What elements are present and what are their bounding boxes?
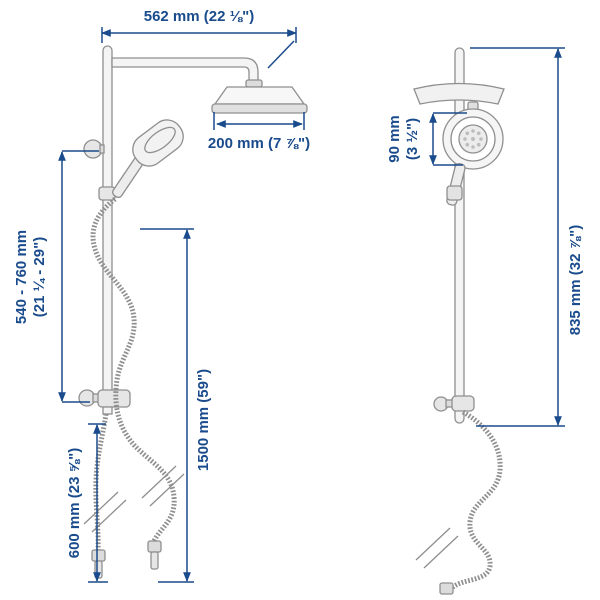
supply-hose-tip [94,560,103,579]
dimension-lines [58,27,565,583]
leader-line [267,40,295,69]
hose-break-mark [141,465,185,507]
dim-head-width [213,112,305,130]
dim-riser-height [470,47,565,427]
hand-shower-hose [90,197,177,543]
hose-break-mark [415,527,459,569]
dimension-labels: 562 mm (22 ⅛") 200 mm (7 ⅞") 540 - 760 m… [13,8,584,558]
head-connector-nut [245,79,263,88]
shower-arm [111,57,259,85]
supply-hose-nut [91,549,106,562]
overhead-shower-top [213,86,306,105]
label-hand-shower-line1: 90 mm [386,115,403,163]
label-head-width: 200 mm (7 ⅞") [208,135,310,152]
dim-hand-hose [140,228,194,583]
right-view-side [413,47,505,595]
overhead-shower-head [413,82,505,105]
dim-hand-shower [429,112,467,166]
overhead-shower-rim [211,103,308,114]
riser-pipe [102,45,113,409]
hand-shower-hose [450,409,503,591]
label-riser-height: 835 mm (32 ⅞") [567,225,584,336]
dim-top-width [101,27,297,69]
hand-shower-nozzles [463,129,483,149]
hand-hose-tip [150,551,159,570]
hose-break-mark [83,491,127,533]
left-view-front [78,45,308,579]
label-hand-hose: 1500 mm (59") [195,369,212,471]
diverter-body [451,395,475,412]
diverter-outlet [102,406,113,415]
label-adjust-range-line1: 540 - 760 mm [13,230,30,324]
hand-hose-nut [147,540,162,553]
label-hand-shower-line2: (3 ½") [404,118,421,160]
dim-adjust-range [58,150,99,403]
hand-shower-head [132,119,184,167]
riser-pipe [454,47,465,424]
label-supply-hose: 600 mm (23 ⅝") [66,448,83,559]
hose-nut [439,582,454,595]
hand-shower-face-detail [144,126,176,154]
dim-supply-hose [88,423,108,583]
slider-bracket [446,185,463,201]
wall-bracket-stem [99,144,105,154]
label-top-width: 562 mm (22 ⅛") [144,8,255,25]
wall-bracket-knob [83,139,103,159]
label-adjust-range-line2: (21 ¼ - 29") [31,237,48,317]
